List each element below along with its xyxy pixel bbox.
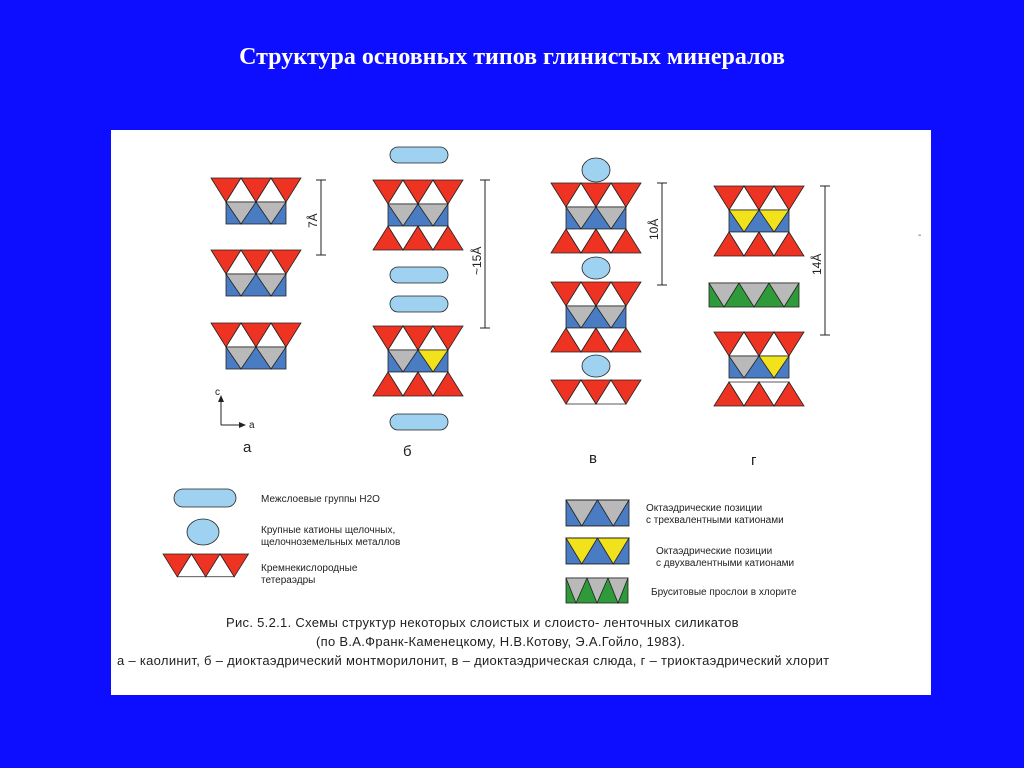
slide-title: Структура основных типов глинистых минер…: [239, 44, 785, 70]
figure-caption: Рис. 5.2.1. Схемы структур некоторых сло…: [111, 615, 931, 668]
scale-label: 7Å: [305, 213, 320, 228]
structure-label-a: а: [243, 439, 252, 456]
caption-line-3: а – каолинит, б – диоктаэдрический монтм…: [117, 653, 830, 668]
figure-panel: 7Å c a а: [111, 130, 931, 695]
tetrahedral-sheet: [713, 331, 805, 357]
scale-bar: 10Å: [646, 182, 667, 286]
octahedral-sheet: [225, 201, 287, 225]
tetrahedral-sheet: [550, 228, 642, 254]
scale-bar: 14Å: [809, 185, 830, 336]
tetrahedral-sheet: [550, 327, 642, 353]
octahedral-sheet: [565, 206, 627, 230]
tetrahedral-sheet: [210, 177, 302, 203]
scale-bar: ~15Å: [469, 179, 490, 329]
scale-label: 14Å: [809, 254, 824, 275]
water-layer: [389, 266, 449, 284]
svg-text:Кремнекислородные: Кремнекислородные: [261, 563, 358, 574]
tetrahedral-sheet: [372, 225, 464, 251]
scale-label: 10Å: [646, 219, 661, 240]
tetrahedral-sheet: [713, 381, 805, 407]
tetrahedral-sheet: [210, 249, 302, 275]
axis-a-label: a: [249, 420, 255, 431]
tetrahedral-sheet: [550, 281, 642, 307]
tetrahedral-sheet: [372, 371, 464, 397]
svg-text:с двухвалентными катионами: с двухвалентными катионами: [656, 558, 794, 569]
svg-text:Октаэдрические позиции: Октаэдрические позиции: [656, 546, 772, 557]
axes-indicator: c a: [215, 387, 255, 431]
caption-line-2: (по В.А.Франк-Каменецкому, Н.В.Котову, Э…: [316, 634, 686, 649]
scale-bar: 7Å: [305, 179, 326, 256]
scale-label: ~15Å: [469, 247, 484, 275]
clay-structures-diagram: 7Å c a а: [162, 146, 921, 605]
stray-mark: -: [918, 230, 921, 241]
structure-b-montmorillonite: ~15Å б: [372, 146, 490, 460]
caption-line-1: Рис. 5.2.1. Схемы структур некоторых сло…: [226, 615, 739, 630]
octahedral-sheet: [225, 273, 287, 297]
legend-octahedral-divalent: Октаэдрические позиции с двухвалентными …: [565, 537, 794, 569]
interlayer-cation: [581, 256, 611, 280]
axis-c-label: c: [215, 387, 220, 398]
octahedral-sheet: [565, 305, 627, 329]
svg-text:щелочноземельных металлов: щелочноземельных металлов: [261, 537, 400, 548]
interlayer-cation: [581, 157, 611, 183]
water-layer: [389, 146, 449, 164]
tetrahedral-sheet: [372, 179, 464, 205]
tetrahedral-sheet: [713, 231, 805, 257]
legend-octahedral-trivalent: Октаэдрические позиции с трехвалентными …: [565, 499, 784, 527]
tetrahedral-sheet: [372, 325, 464, 351]
brucite-layer: [708, 282, 800, 308]
legend-cations: Крупные катионы щелочных, щелочноземельн…: [186, 518, 400, 548]
octahedral-sheet: [387, 203, 449, 227]
svg-text:Крупные катионы щелочных,: Крупные катионы щелочных,: [261, 525, 395, 536]
legend: Межслоевые группы Н2О Крупные катионы ще…: [162, 488, 797, 605]
structure-label-g: г: [751, 452, 757, 469]
legend-brucite: Бруситовые прослои в хлорите: [565, 577, 797, 605]
octahedral-sheet: [728, 355, 790, 379]
legend-tetrahedra: Кремнекислородные тетераэдры: [162, 553, 358, 586]
structure-v-mica: 10Å в: [550, 157, 667, 467]
legend-water: Межслоевые группы Н2О: [173, 488, 380, 508]
structure-g-chlorite: 14Å г: [708, 185, 830, 469]
octahedral-sheet: [728, 209, 790, 233]
water-layer: [389, 295, 449, 313]
svg-text:тетераэдры: тетераэдры: [261, 575, 315, 586]
svg-text:Межслоевые группы Н2О: Межслоевые группы Н2О: [261, 494, 380, 505]
tetrahedral-sheet: [210, 322, 302, 348]
svg-text:Октаэдрические позиции: Октаэдрические позиции: [646, 503, 762, 514]
tetrahedral-sheet: [713, 185, 805, 211]
tetrahedral-sheet: [550, 379, 642, 405]
svg-text:Бруситовые прослои в хлорите: Бруситовые прослои в хлорите: [651, 587, 797, 598]
svg-text:с трехвалентными катионами: с трехвалентными катионами: [646, 515, 784, 526]
interlayer-cation: [581, 354, 611, 378]
octahedral-sheet: [225, 346, 287, 370]
structure-label-b: б: [403, 443, 412, 460]
tetrahedral-sheet: [550, 182, 642, 208]
water-layer: [389, 413, 449, 431]
structure-label-v: в: [589, 450, 597, 467]
octahedral-sheet: [387, 349, 449, 373]
structure-a-kaolinite: 7Å c a а: [210, 177, 326, 456]
